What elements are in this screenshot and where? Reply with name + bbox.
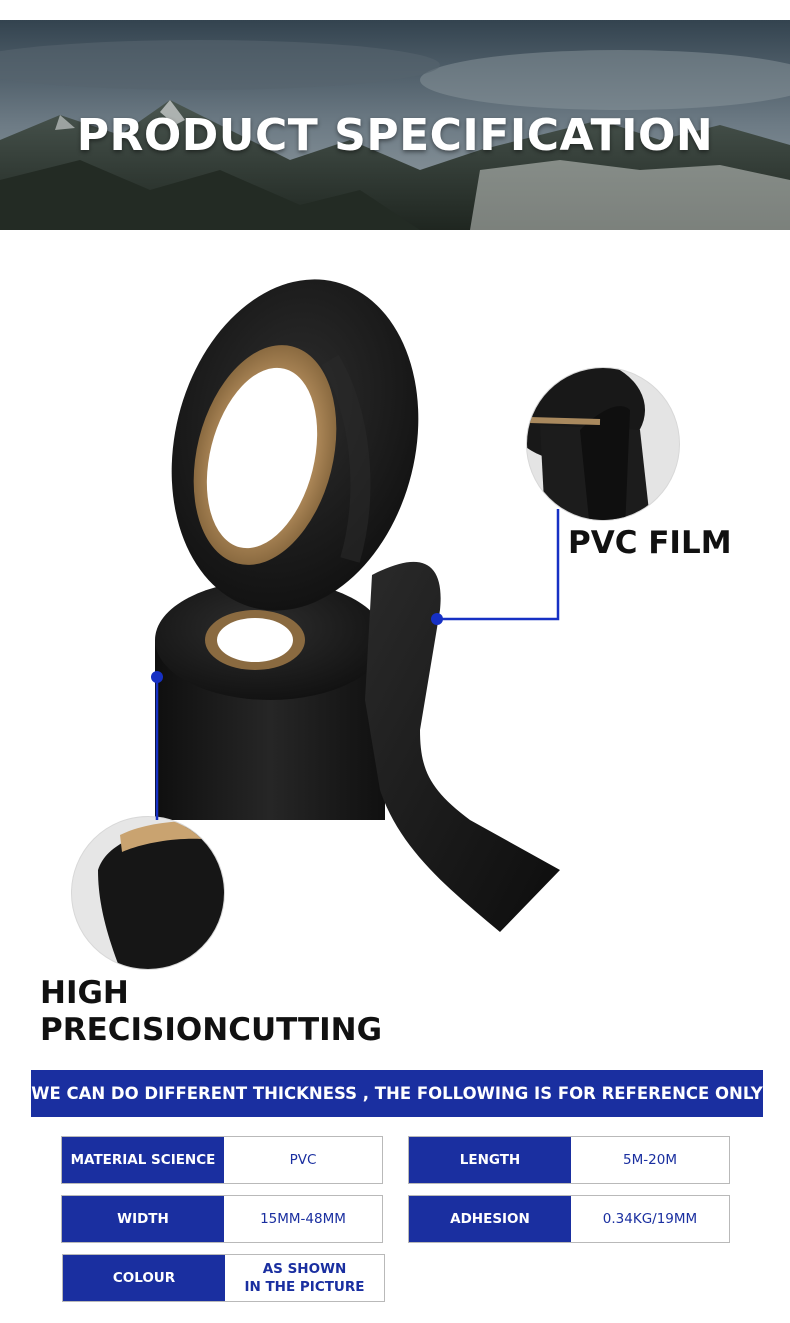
spec-row-adhesion: ADHESION 0.34KG/19MM	[408, 1195, 730, 1243]
spec-label: WIDTH	[62, 1196, 224, 1242]
cutting-label-line2: PRECISIONCUTTING	[40, 1012, 383, 1048]
mountain-landscape-image	[0, 20, 790, 230]
pvc-film-connector-line	[437, 509, 560, 621]
banner: PRODUCT SPECIFICATION	[0, 20, 790, 230]
pvc-film-marker-dot	[431, 613, 443, 625]
pvc-film-label: PVC FILM	[568, 525, 732, 561]
high-precision-cutting-label: HIGH PRECISIONCUTTING	[40, 975, 382, 1049]
spec-row-width: WIDTH 15MM-48MM	[61, 1195, 383, 1243]
tape-roll-image	[71, 279, 680, 970]
spec-value: 15MM-48MM	[260, 1211, 346, 1227]
cutting-label-line1: HIGH	[40, 975, 129, 1011]
spec-value: PVC	[289, 1152, 317, 1168]
cutting-marker-dot	[151, 671, 163, 683]
spec-row-length: LENGTH 5M-20M	[408, 1136, 730, 1184]
spec-row-material: MATERIAL SCIENCE PVC	[61, 1136, 383, 1184]
spec-row-colour: COLOUR AS SHOWN IN THE PICTURE	[62, 1254, 385, 1302]
tape-strip	[365, 561, 560, 932]
spec-label: ADHESION	[409, 1196, 571, 1242]
spec-label: MATERIAL SCIENCE	[62, 1137, 224, 1183]
product-illustration	[0, 230, 790, 1070]
page-title: PRODUCT SPECIFICATION	[76, 110, 714, 161]
spec-value-line2: IN THE PICTURE	[244, 1279, 365, 1295]
spec-label: COLOUR	[63, 1255, 225, 1301]
spec-label: LENGTH	[409, 1137, 571, 1183]
spec-value-line1: AS SHOWN	[262, 1261, 347, 1277]
spec-value: 0.34KG/19MM	[602, 1211, 698, 1227]
spec-value: AS SHOWN IN THE PICTURE	[225, 1255, 384, 1301]
spec-value: 5M-20M	[623, 1152, 677, 1168]
thickness-notice-bar: WE CAN DO DIFFERENT THICKNESS , THE FOLL…	[31, 1070, 763, 1117]
